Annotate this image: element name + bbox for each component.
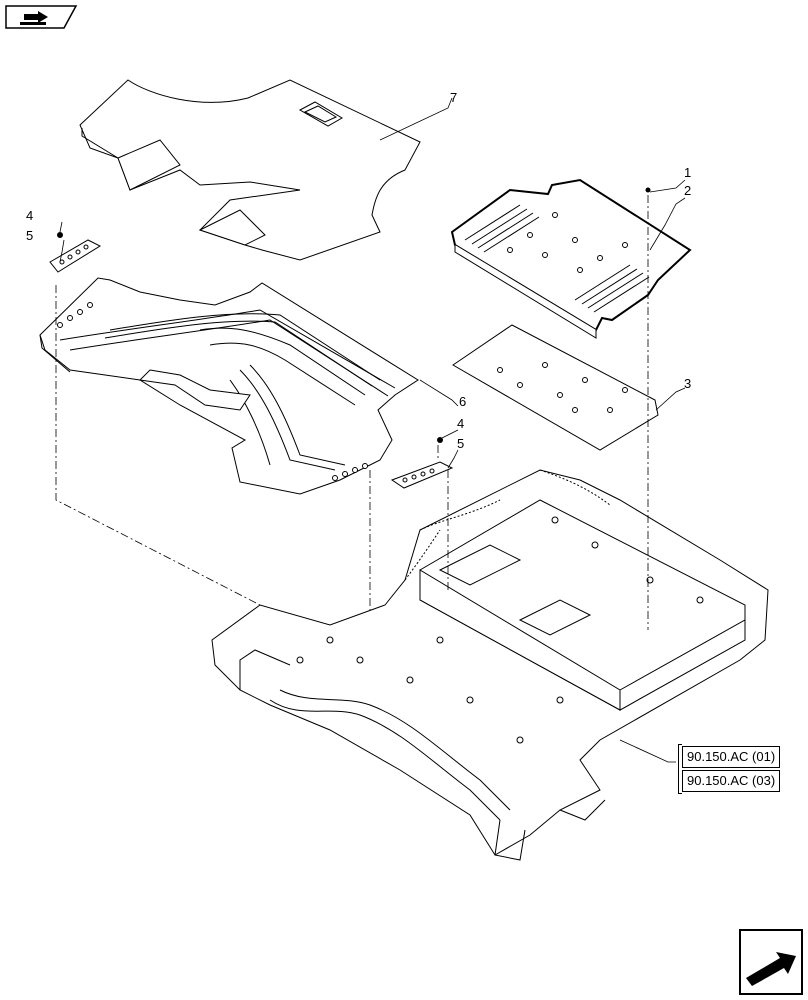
callout-6: 6 [459, 394, 466, 409]
next-page-arrow-icon[interactable] [739, 929, 803, 995]
part-7-floor-mat [79, 79, 421, 261]
part-2-step-plate [450, 178, 692, 339]
callout-4-lower: 4 [457, 416, 464, 431]
leader-lines [59, 97, 686, 763]
part-1-screw [645, 187, 651, 193]
callout-3: 3 [684, 376, 691, 391]
reference-link-2[interactable]: 90.150.AC (03) [682, 770, 781, 792]
callout-4-upper: 4 [26, 208, 33, 223]
callout-5-upper: 5 [26, 228, 33, 243]
part-6-main-floor [39, 277, 419, 495]
part-4-screw-upper [57, 232, 63, 238]
part-3-gasket [452, 324, 659, 451]
assembly-lines [55, 195, 649, 630]
callout-1: 1 [684, 165, 691, 180]
reference-bracket [678, 744, 682, 794]
callout-2: 2 [684, 183, 691, 198]
part-5-strip-lower [390, 461, 454, 489]
part-4-screw-lower [437, 437, 443, 443]
callout-5-lower: 5 [457, 436, 464, 451]
callout-7: 7 [450, 90, 457, 105]
reference-link-1[interactable]: 90.150.AC (01) [682, 746, 781, 768]
book-arrow-icon[interactable] [5, 5, 78, 29]
chassis-frame [211, 469, 769, 861]
part-5-strip-upper [49, 239, 102, 273]
